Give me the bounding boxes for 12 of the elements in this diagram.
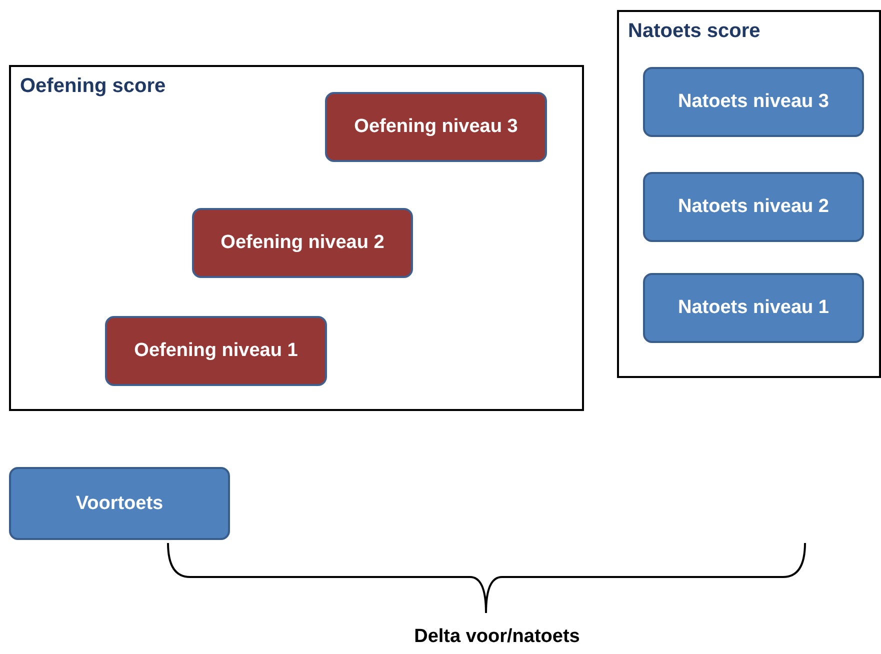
process-box: Oefening niveau 3 (325, 92, 547, 162)
process-box: Oefening niveau 1 (105, 316, 327, 386)
brace-label: Delta voor/natoets (414, 626, 580, 647)
process-box: Oefening niveau 2 (192, 208, 413, 278)
process-box: Natoets niveau 3 (643, 67, 864, 137)
group-heading: Oefening score (20, 75, 166, 98)
group-frame (9, 65, 584, 411)
process-box: Natoets niveau 2 (643, 172, 864, 242)
process-box: Natoets niveau 1 (643, 273, 864, 343)
group-heading: Natoets score (628, 20, 760, 43)
group-frame (617, 10, 881, 378)
process-box: Voortoets (9, 467, 230, 540)
